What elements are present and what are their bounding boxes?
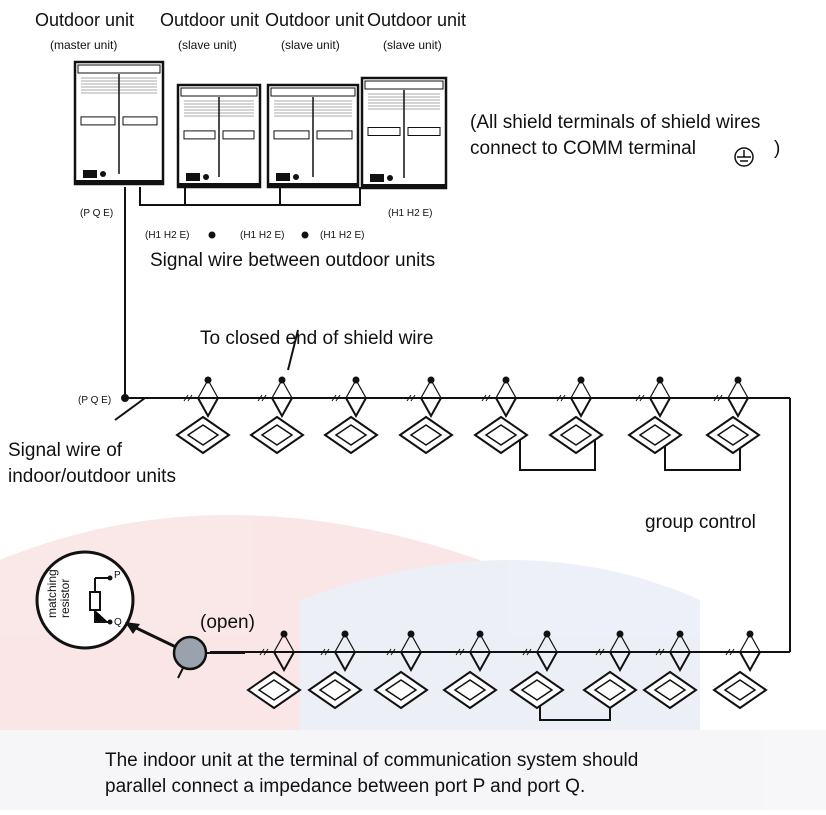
terminal-h1h2e-last: (H1 H2 E) [388,208,433,219]
shield-note-close: ) [774,138,781,159]
indoor-unit-icon [627,415,683,455]
outdoor-unit-title-4: Outdoor unit [367,10,467,30]
resistor-label-line2: resistor [58,578,72,618]
shield-connector [522,630,558,673]
shield-connector [331,376,367,419]
group-control-wire-2 [664,440,741,471]
shield-connector [257,376,293,419]
outdoor-unit-title-1: Outdoor unit [35,10,135,30]
outdoor-link-wire [139,187,361,206]
outdoor-unit-icon [73,60,165,186]
shield-note-line1: (All shield terminals of shield wires [470,112,761,133]
indoor-unit-icon [442,670,498,710]
shield-connector [259,630,295,673]
outdoor-unit-title-2: Outdoor unit [160,10,260,30]
terminal-h1h2e-2: (H1 H2 E) [240,230,285,241]
closed-end-label: To closed end of shield wire [200,328,434,349]
shield-connector [595,630,631,673]
shield-junction [301,231,309,239]
leader-signal-indoor [114,397,146,421]
indoor-unit-icon [642,670,698,710]
indoor-unit-icon [712,670,768,710]
outdoor-units-group [73,60,448,402]
matching-resistor-callout [35,550,245,679]
group-control-label: group control [645,512,756,533]
open-label: (open) [200,612,255,633]
indoor-unit-icon [473,415,529,455]
shield-connector [320,630,356,673]
shield-connector [406,376,442,419]
outdoor-unit-title-3: Outdoor unit [265,10,365,30]
indoor-unit-icon [175,415,231,455]
terminal-pqe-master: (P Q E) [80,208,114,219]
indoor-unit-icon [323,415,379,455]
outdoor-unit-icon [176,83,262,189]
terminal-pqe-left: (P Q E) [78,395,112,406]
shield-connector [481,376,517,419]
shield-junction [208,231,216,239]
leader-closed-end [287,329,299,371]
shield-connector [713,376,749,419]
ground-symbol-icon [734,147,754,167]
outdoor-unit-icon [360,76,448,190]
terminal-h1h2e-1: (H1 H2 E) [145,230,190,241]
outdoor-unit-role-4: (slave unit) [383,38,442,52]
terminal-h1h2e-3: (H1 H2 E) [320,230,365,241]
shield-connector [635,376,671,419]
outdoor-unit-role-1: (master unit) [50,38,118,52]
indoor-unit-icon [398,415,454,455]
outdoor-unit-role-3: (slave unit) [281,38,340,52]
connector-node [172,635,208,671]
shield-connector [655,630,691,673]
shield-connector [386,630,422,673]
indoor-unit-icon [509,670,565,710]
indoor-unit-icon [246,670,302,710]
indoor-unit-icon [249,415,305,455]
wiring [114,187,791,721]
indoor-unit-icon [373,670,429,710]
port-q-label: Q [114,617,122,628]
outdoor-unit-role-2: (slave unit) [178,38,237,52]
signal-indoor-label-2: indoor/outdoor units [8,466,176,487]
group-control-wire-1 [519,440,596,471]
signal-between-outdoor-label: Signal wire between outdoor units [150,250,436,271]
signal-indoor-label-1: Signal wire of [8,440,123,461]
indoor-unit-icon [582,670,638,710]
indoor-unit-icon [705,415,761,455]
bottom-note-line1: The indoor unit at the terminal of commu… [105,750,639,771]
shield-note-line2: connect to COMM terminal [470,138,696,159]
group-control-wire-3 [539,700,611,721]
resistor-label: matching resistor [45,569,72,618]
shield-connector [725,630,761,673]
shield-connector [183,376,219,419]
indoor-unit-icon [548,415,604,455]
indoor-unit-icon [307,670,363,710]
shield-connector [556,376,592,419]
port-p-label: P [114,570,121,581]
shield-connector [455,630,491,673]
indoor-units-group [175,376,768,710]
outdoor-unit-icon [266,83,360,189]
bottom-note-line2: parallel connect a impedance between por… [105,776,586,797]
